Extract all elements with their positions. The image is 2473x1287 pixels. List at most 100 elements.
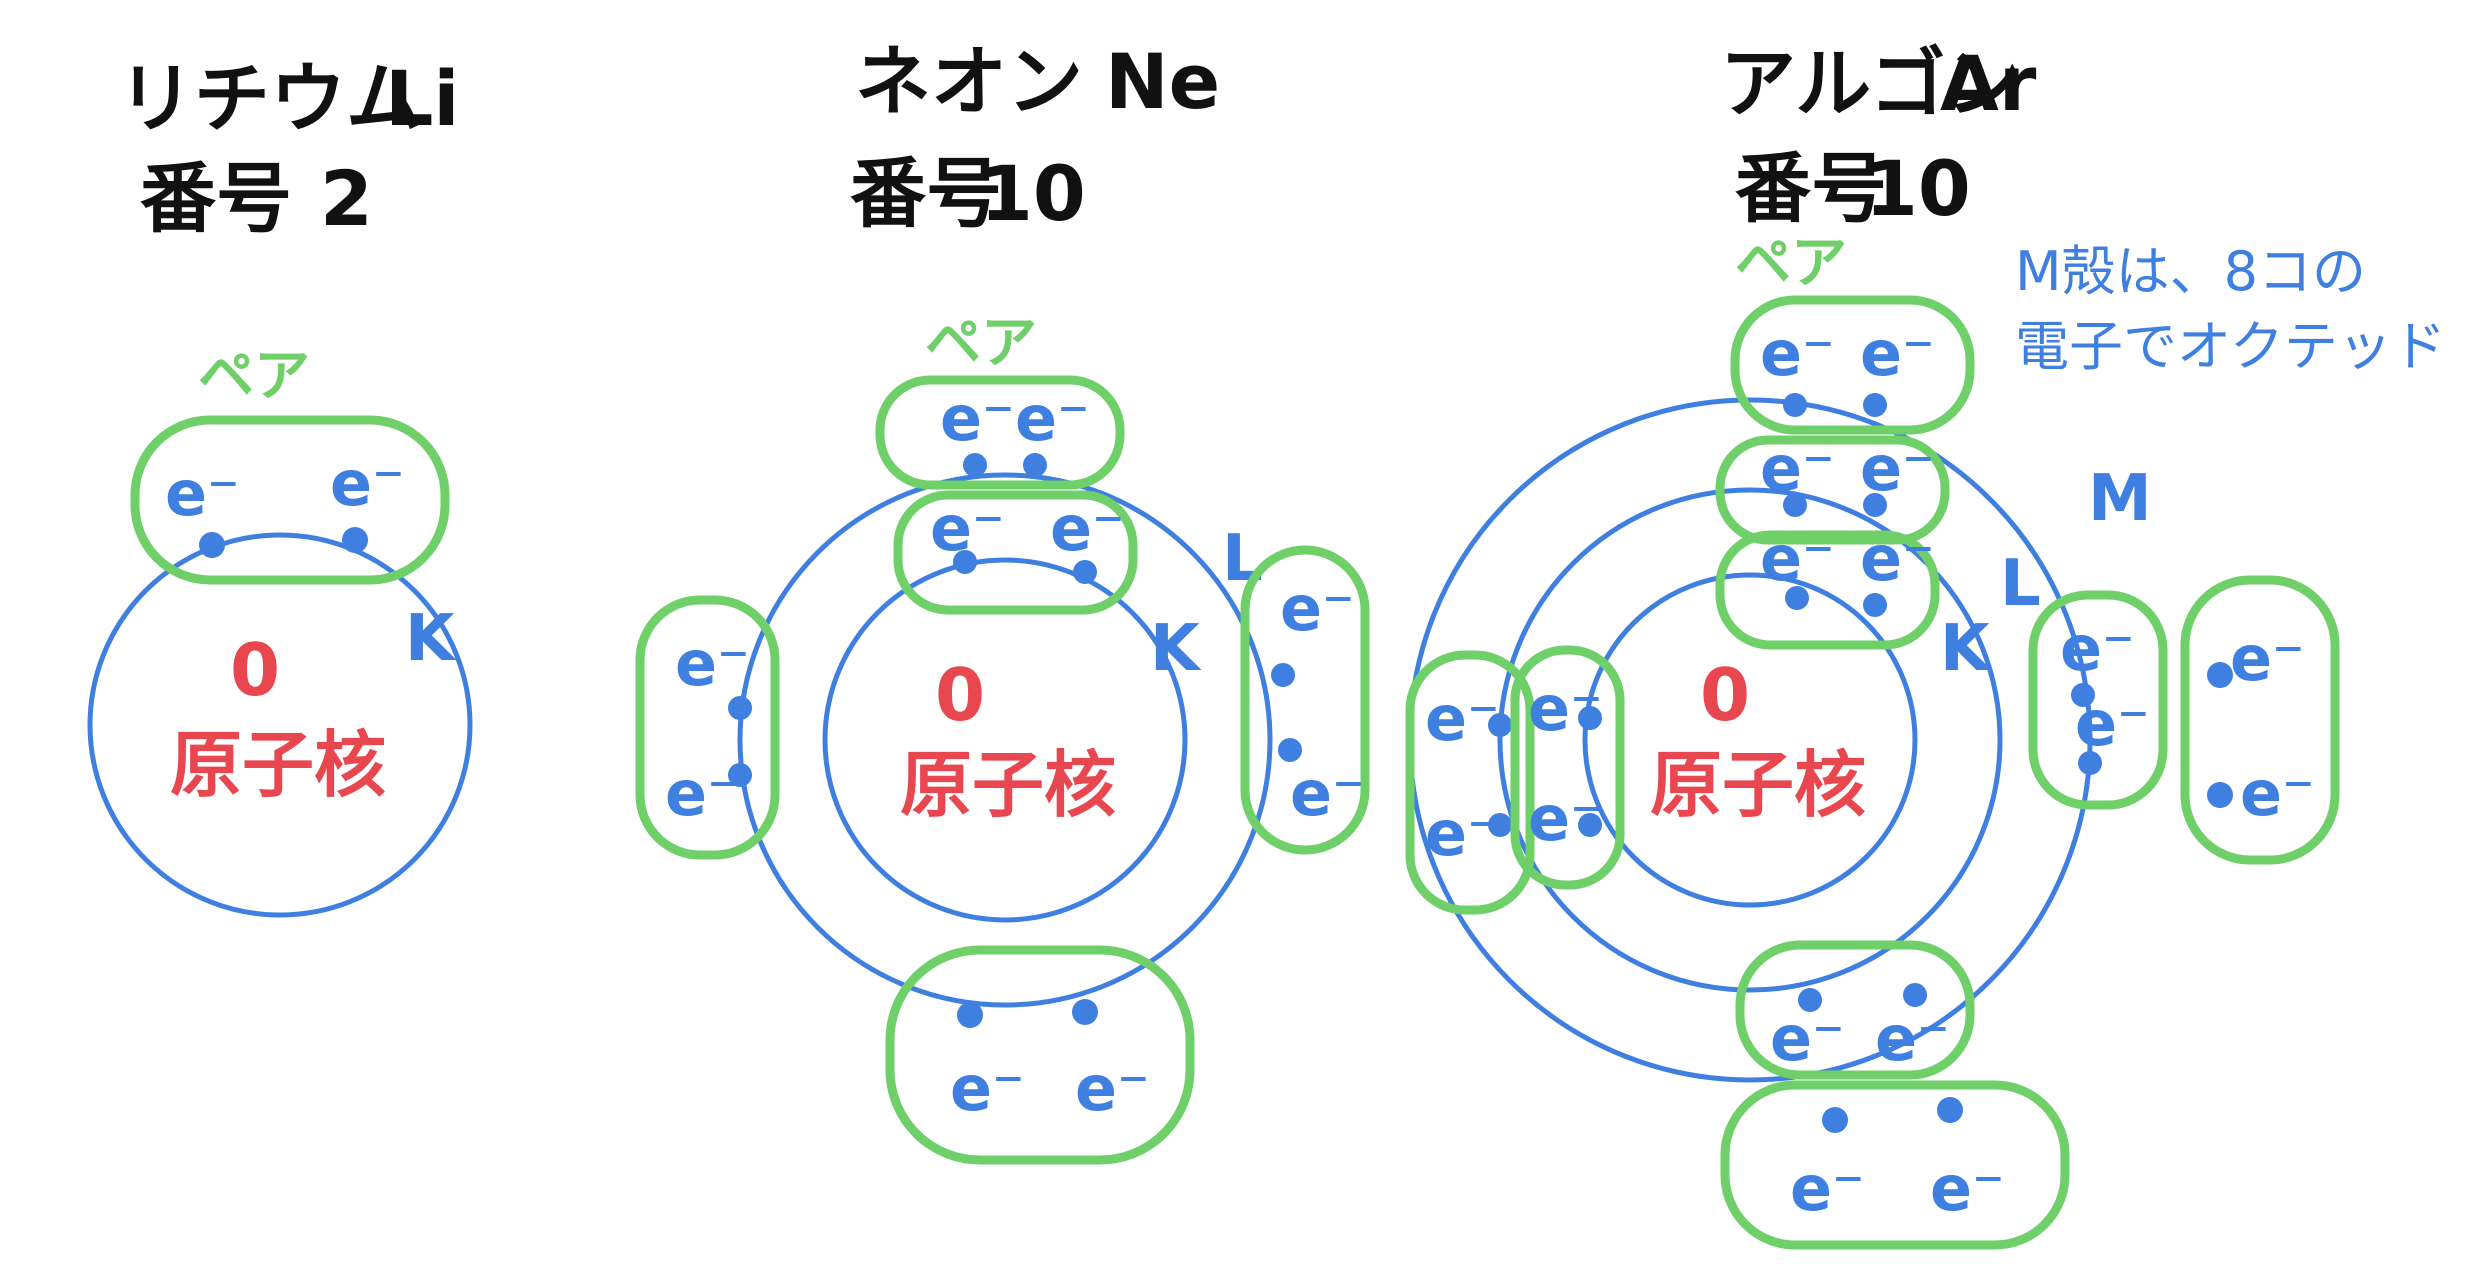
pair-label: ペア [925,311,1037,376]
nucleus-zero: 0 [230,628,280,712]
electron-dot [1271,663,1295,687]
electron-dot [2078,751,2102,775]
electron-pair: e⁻ e⁻ [1730,295,1975,435]
electron-label: e⁻ [1760,522,1835,595]
electron-label: e⁻ [1875,1002,1950,1075]
pair-outline [1240,545,1370,855]
shell-label-m: M [2088,462,2152,536]
electron-dot [342,527,368,553]
shell-label-k: K [1150,612,1202,686]
orbit-k [87,532,473,918]
atom-symbol: Li [385,54,459,143]
electron-label: e⁻ [950,1052,1025,1125]
pair-outline [130,415,450,585]
atom-symbol: Ar [1940,39,2037,128]
pair-outline [2028,590,2168,810]
electron-label: e⁻ [1770,1002,1845,1075]
pair-outline [1510,645,1625,890]
electron-label: e⁻ [1425,797,1500,870]
pair-outline [1715,435,1950,545]
shell-label-k: K [405,602,457,676]
pair-outline [875,375,1125,490]
electron-label: e⁻ [1050,492,1125,565]
electron-label: e⁻ [1860,522,1935,595]
electron-dot [2071,683,2095,707]
atom-number-label: 番号 [850,149,1002,238]
atom-name: リチウム [118,54,422,143]
note-line-1: M殻は、8コの [2015,240,2366,303]
atom-lithium: リチウム Li 番号 2 K 0 原子核 ペア e⁻ e⁻ [87,54,473,918]
pair-outline [885,945,1195,1165]
electron-label: e⁻ [1860,317,1935,390]
electron-dot [1863,493,1887,517]
electron-pair: e⁻ e⁻ [2180,575,2340,865]
electron-pair: e⁻ e⁻ [875,375,1125,490]
electron-pair: e⁻ e⁻ [1510,645,1625,890]
atom-number: 10 [980,149,1086,238]
electron-dot [1783,493,1807,517]
electron-pair: e⁻ e⁻ [1735,940,1975,1080]
electron-label: e⁻ [2240,757,2315,830]
electron-dot [199,532,225,558]
electron-dot [1488,713,1512,737]
electron-dot [963,453,987,477]
electron-label: e⁻ [1015,382,1090,455]
orbit-k [822,557,1188,923]
atom-number-label: 番号 [1735,144,1887,233]
atom-number: 2 [320,154,373,243]
electron-pair: e⁻ e⁻ [1240,545,1370,855]
electron-dot [1072,999,1098,1025]
electron-pair: e⁻ e⁻ [1715,522,1940,650]
nucleus-label: 原子核 [1650,743,1866,827]
electron-pair: e⁻ e⁻ [130,415,450,585]
shell-label-l: L [2000,547,2041,621]
electron-pair: e⁻ e⁻ [1405,650,1535,915]
shell-label-l: L [1222,522,1263,596]
electron-pair: e⁻ e⁻ [2028,590,2168,810]
nucleus-label: 原子核 [170,723,386,807]
pair-label: ペア [198,344,310,409]
electron-dot [2207,662,2233,688]
electron-dot [728,763,752,787]
electron-pair: e⁻ e⁻ [893,490,1138,615]
pair-outline [2180,575,2340,865]
orbit-k [1582,572,1918,908]
electron-dot [1278,738,1302,762]
electron-label: e⁻ [2060,612,2135,685]
electron-label: e⁻ [675,627,750,700]
electron-label: e⁻ [1860,432,1935,505]
electron-label: e⁻ [1075,1052,1150,1125]
orbit-l [1497,487,2003,993]
electron-dot [1798,988,1822,1012]
electron-dot [1023,453,1047,477]
atom-number-label: 番号 [140,154,292,243]
atom-neon: ネオン Ne 番号 10 K L 0 原子核 ペア e⁻ e⁻ e⁻ e⁻ [635,37,1370,1165]
electron-dot [1863,593,1887,617]
electron-pair: e⁻ e⁻ [635,595,780,860]
electron-dot [1903,983,1927,1007]
electron-label: e⁻ [1760,317,1835,390]
nucleus-zero: 0 [1700,653,1750,737]
electron-label: e⁻ [1790,1152,1865,1225]
electron-label: e⁻ [1760,432,1835,505]
atom-number: 10 [1865,144,1971,233]
electron-dot [957,1002,983,1028]
electron-label: e⁻ [1290,757,1365,830]
electron-dot [2207,782,2233,808]
electron-dot [1937,1097,1963,1123]
electron-pair: e⁻ e⁻ [1720,1080,2070,1250]
atom-argon: アルゴン Ar 番号 10 M殻は、8コの 電子でオクテッド K L M 0 原… [1405,39,2446,1250]
electron-dot [1578,706,1602,730]
pair-label: ペア [1735,231,1847,296]
nucleus-zero: 0 [935,653,985,737]
pair-outline [1715,530,1940,650]
pair-outline [893,490,1138,615]
note-line-2: 電子でオクテッド [2015,315,2446,378]
electron-label: e⁻ [665,757,740,830]
electron-label: e⁻ [940,382,1015,455]
nucleus-label: 原子核 [900,743,1116,827]
electron-pair: e⁻ e⁻ [885,945,1195,1165]
electron-dot [1073,560,1097,584]
electron-dot [1488,813,1512,837]
